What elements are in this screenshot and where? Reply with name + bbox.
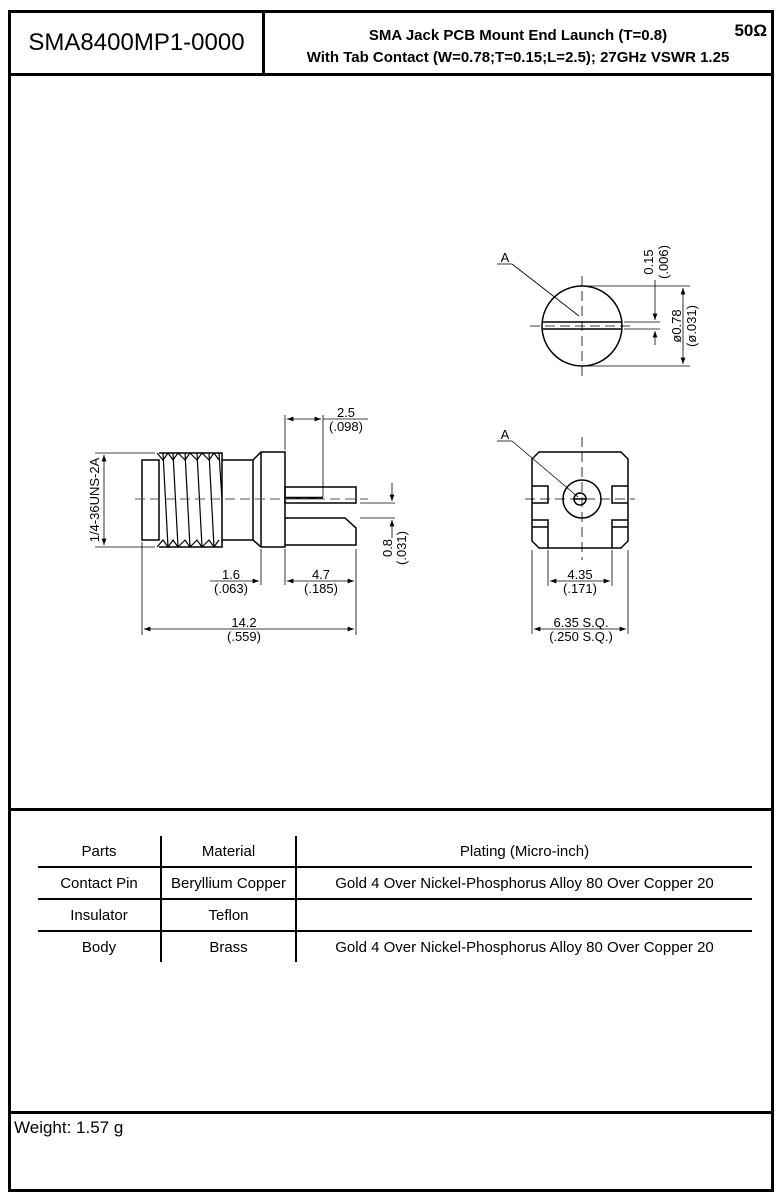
part-number: SMA8400MP1-0000 — [11, 13, 265, 73]
cell: Gold 4 Over Nickel-Phosphorus Alloy 80 O… — [335, 938, 714, 956]
materials-table-area: Parts Material Plating (Micro-inch) Cont… — [11, 811, 771, 1114]
front-dimension-text: A 4.35 (.171) 6.35 S.Q. (.250 S.Q.) — [501, 427, 613, 644]
header-material: Material — [161, 836, 297, 868]
dim-text: 1.6 — [222, 567, 240, 582]
cell: Gold 4 Over Nickel-Phosphorus Alloy 80 O… — [296, 867, 752, 900]
dim-text: (.031) — [394, 531, 409, 565]
dim-text: (.063) — [214, 581, 248, 596]
cell: Brass — [161, 931, 297, 962]
cell: Body — [38, 931, 162, 962]
dim-text: 4.35 — [567, 567, 592, 582]
side-dimensions — [95, 415, 395, 635]
cell: Beryllium Copper — [161, 867, 297, 900]
cell: Teflon — [161, 899, 297, 932]
title-line-2: With Tab Contact (W=0.78;T=0.15;L=2.5); … — [306, 49, 730, 66]
dim-text: 4.7 — [312, 567, 330, 582]
detail-label: A — [501, 250, 510, 265]
table-row: Body Brass Gold 4 Over Nickel-Phosphorus… — [38, 931, 752, 962]
drawing-frame: SMA8400MP1-0000 SMA Jack PCB Mount End L… — [8, 10, 774, 1192]
title-line-1: SMA Jack PCB Mount End Launch (T=0.8) — [368, 27, 668, 44]
title: SMA Jack PCB Mount End Launch (T=0.8) Wi… — [265, 13, 771, 73]
header-plating: Plating (Micro-inch) — [296, 836, 752, 868]
dim-text: 2.5 — [337, 405, 355, 420]
materials-table: Parts Material Plating (Micro-inch) Cont… — [38, 836, 752, 962]
dim-text: (ø.031) — [684, 305, 699, 347]
dim-text: (.098) — [329, 419, 363, 434]
dim-text: 0.8 — [380, 539, 395, 557]
dim-text: ø0.78 — [669, 309, 684, 342]
dim-text: 0.15 — [641, 249, 656, 274]
front-view — [531, 451, 629, 549]
dim-text: (.006) — [656, 245, 671, 279]
pin-end-dimensions — [497, 263, 690, 376]
title-block: SMA8400MP1-0000 SMA Jack PCB Mount End L… — [11, 13, 771, 76]
cell: Contact Pin — [38, 867, 162, 900]
cell — [296, 899, 752, 932]
detail-label: A — [501, 427, 510, 442]
front-dimensions — [497, 437, 635, 634]
table-row: Insulator Teflon — [38, 899, 752, 932]
table-row: Contact Pin Beryllium Copper Gold 4 Over… — [38, 867, 752, 900]
dim-text: (.559) — [227, 629, 261, 644]
impedance: 50Ω — [734, 21, 767, 40]
dim-text: (.185) — [304, 581, 338, 596]
side-dimension-text: 1/4-36UNS-2A 2.5 (.098) 1.6 (.063) 4.7 (… — [87, 405, 409, 644]
dim-text: (.250 S.Q.) — [549, 629, 613, 644]
drawing-area — [11, 76, 771, 811]
thread-label: 1/4-36UNS-2A — [87, 457, 102, 542]
dim-text: (.171) — [563, 581, 597, 596]
pin-end-text: A 0.15 (.006) ø0.78 (ø.031) — [501, 245, 699, 347]
dim-text: 14.2 — [231, 615, 256, 630]
dim-text: 6.35 S.Q. — [554, 615, 609, 630]
weight: Weight: 1.57 g — [14, 1118, 124, 1137]
cell: Insulator — [38, 899, 162, 932]
header-parts: Parts — [38, 836, 162, 868]
